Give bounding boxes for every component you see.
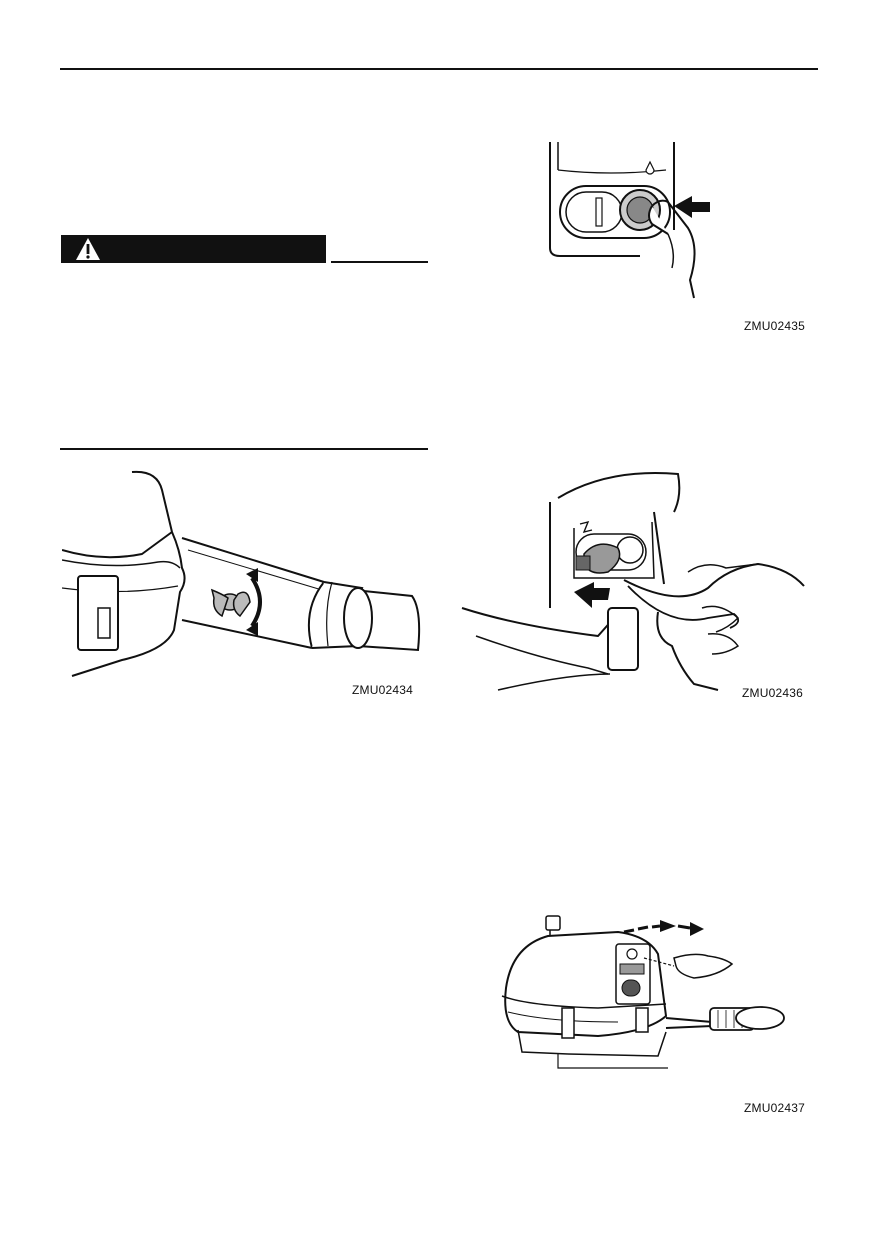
warning-banner [61,235,326,263]
figure-caption: ZMU02434 [352,683,413,697]
warning-underline [331,261,428,263]
header-rule [60,68,818,70]
figure-caption: ZMU02435 [744,319,805,333]
figure-choke-knob [498,912,790,1070]
figure-throttle-friction [62,470,422,680]
warning-triangle-icon [76,238,100,260]
figure-key-removal [458,468,808,692]
figure-caption: ZMU02437 [744,1101,805,1115]
warning-end-rule [60,448,428,450]
figure-stop-button [540,140,730,300]
figure-caption: ZMU02436 [742,686,803,700]
